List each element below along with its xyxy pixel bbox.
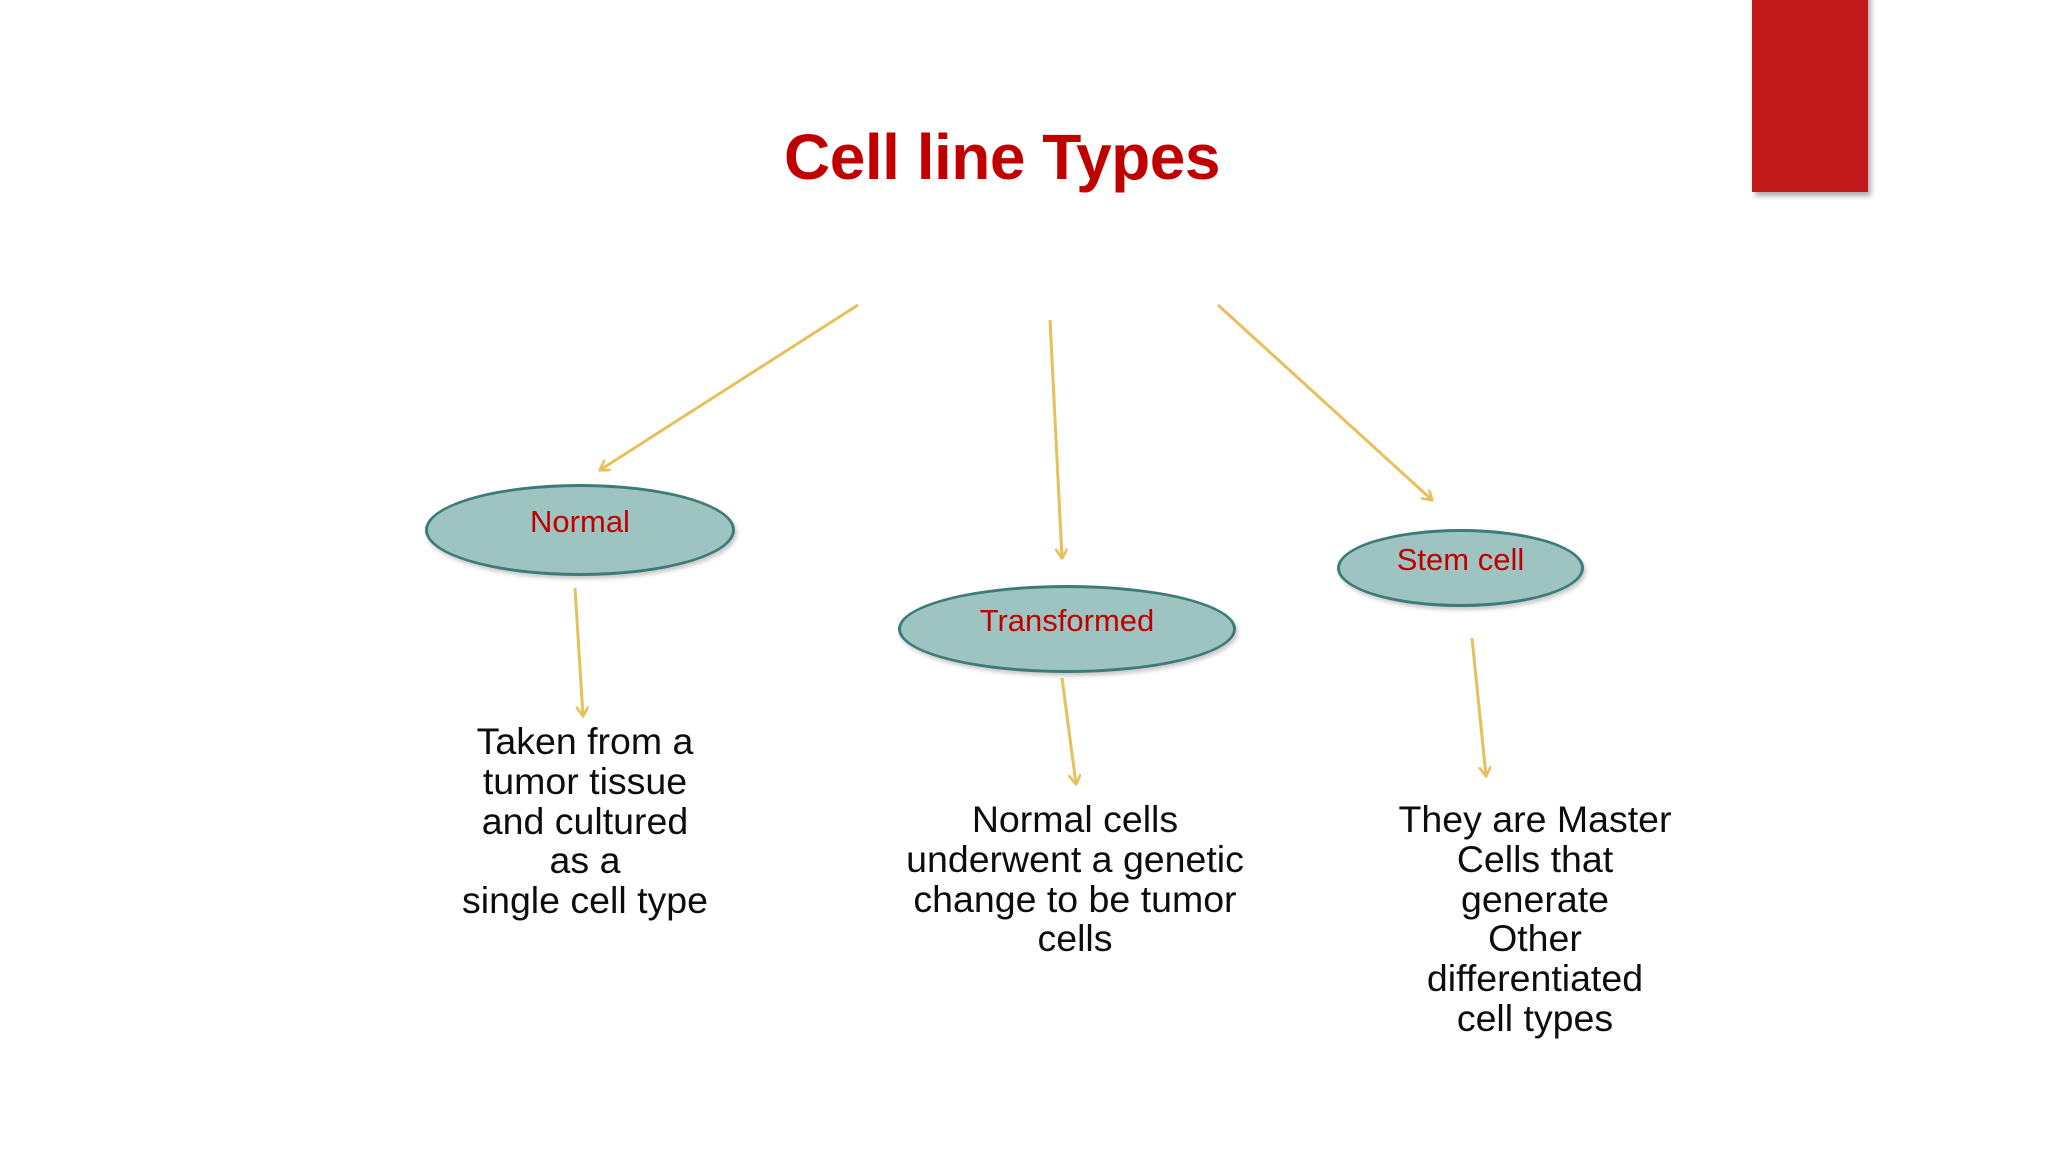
arrow-title-to-normal <box>600 303 859 470</box>
arrow-normal-to-text <box>573 587 583 716</box>
description-stem-line-1: They are Master <box>1398 798 1672 840</box>
arrow-title-to-stem <box>1216 303 1432 500</box>
description-transformed: Normal cells underwent a genetic change … <box>850 798 1300 960</box>
description-transformed-line-3: change to be tumor <box>913 877 1237 920</box>
node-transformed[interactable]: Transformed <box>898 585 1236 673</box>
description-transformed-line-1: Normal cells <box>971 798 1179 840</box>
description-transformed-line-4: cells <box>1037 917 1113 960</box>
description-normal-line-5: single cell type <box>462 879 708 921</box>
node-normal[interactable]: Normal <box>425 484 735 576</box>
description-stem-line-3: generate <box>1460 877 1610 920</box>
page-title: Cell line Types <box>0 121 2048 193</box>
arrow-transformed-to-text <box>1060 677 1076 784</box>
description-stem-line-5: differentiated <box>1426 957 1644 999</box>
arrow-stem-to-text <box>1470 637 1486 776</box>
description-normal-line-2: tumor tissue <box>482 759 688 802</box>
description-stem: They are Master Cells that generate Othe… <box>1345 798 1725 1039</box>
page-title-text: Cell line Types <box>784 121 1220 193</box>
description-stem-line-2: Cells that <box>1456 837 1614 880</box>
node-stem[interactable]: Stem cell <box>1337 529 1584 607</box>
description-transformed-line-2: underwent a genetic <box>906 837 1244 880</box>
description-stem-line-6: cell types <box>1456 996 1614 1039</box>
node-transformed-label: Transformed <box>979 602 1155 638</box>
arrow-title-to-transformed <box>1048 319 1062 558</box>
red-corner-block <box>1752 0 1868 192</box>
node-normal-label: Normal <box>530 503 630 539</box>
description-stem-line-4: Other <box>1488 917 1582 960</box>
node-stem-label: Stem cell <box>1396 541 1525 577</box>
description-normal-line-3: and cultured <box>481 799 689 842</box>
description-normal-line-1: Taken from a <box>476 720 694 762</box>
description-normal: Taken from a tumor tissue and cultured a… <box>400 720 770 921</box>
description-normal-line-4: as a <box>549 839 621 882</box>
